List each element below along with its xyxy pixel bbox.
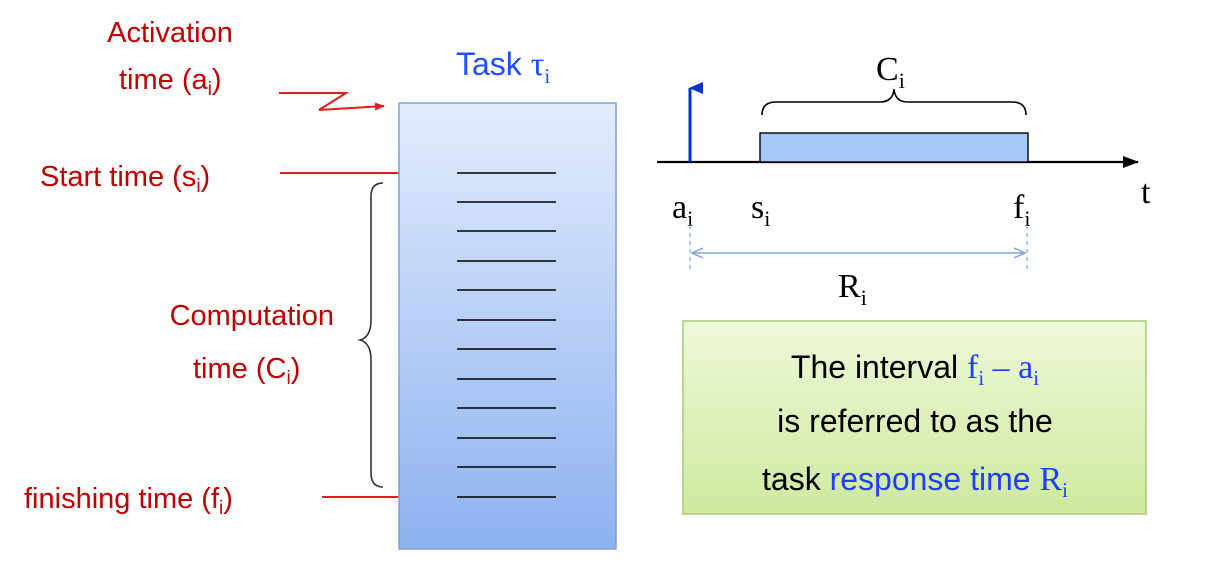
task-box [398, 102, 617, 550]
note-line1: The interval fi – ai [791, 349, 1039, 390]
instruction-lines [457, 172, 556, 498]
computation-label-line2: time (Ci) [193, 353, 300, 389]
C-label: Ci [876, 51, 905, 93]
a-label: ai [672, 189, 693, 231]
task-title: Task τi [456, 46, 550, 88]
activation-label-line2: time (ai) [119, 64, 222, 100]
computation-label-line1: Computation [170, 300, 334, 332]
t-label: t [1141, 174, 1151, 211]
s-label: si [751, 189, 770, 231]
computation-brace [356, 182, 384, 488]
execution-bar [759, 132, 1029, 163]
note-line3: task response time Ri [762, 461, 1068, 502]
C-brace [761, 88, 1027, 116]
finishing-time-label: finishing time (fi) [24, 483, 233, 519]
f-label: fi [1013, 189, 1030, 231]
activation-arrow [279, 92, 385, 111]
note-box [682, 320, 1147, 515]
R-label: Ri [838, 268, 867, 310]
activation-label-line1: Activation [107, 17, 233, 49]
note-line2: is referred to as the [777, 403, 1053, 439]
start-time-label: Start time (si) [40, 161, 210, 197]
